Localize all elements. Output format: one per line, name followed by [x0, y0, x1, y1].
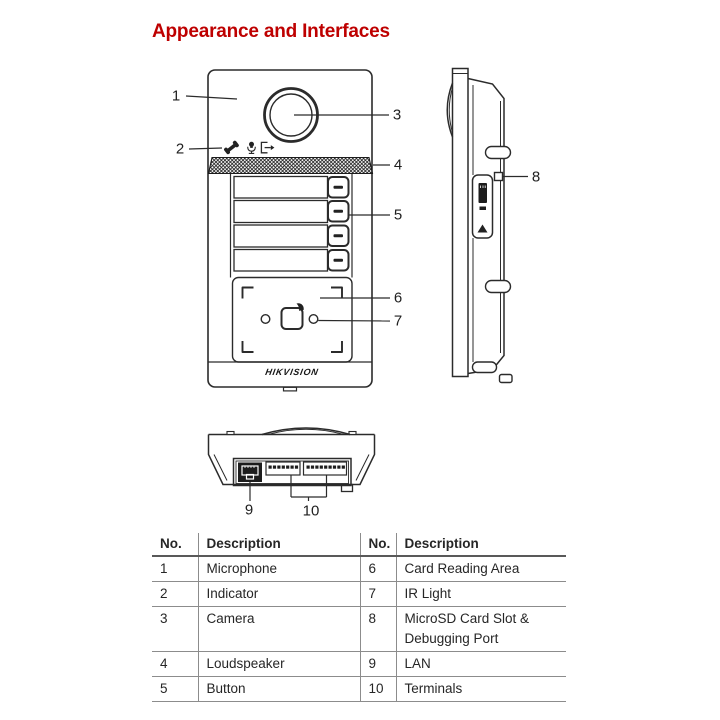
ir-light — [308, 314, 319, 325]
table-cell: Microphone — [197, 556, 360, 582]
table-row: 5 Button 10 Terminals — [152, 676, 566, 702]
bottom-view-diagram — [207, 427, 376, 501]
table-cell: 9 — [359, 651, 396, 677]
callout-7: 7 — [393, 312, 403, 330]
table-row: 1 Microphone 6 Card Reading Area — [152, 556, 566, 582]
callout-2: 2 — [175, 140, 185, 158]
table-row: 2 Indicator 7 IR Light — [152, 581, 566, 607]
table-cell: 1 — [160, 561, 168, 576]
legend-table: No. Description No. Description 1 Microp… — [152, 533, 566, 702]
callout-3: 3 — [392, 106, 402, 124]
table-cell: 4 — [160, 656, 168, 671]
terminal-block — [302, 461, 348, 476]
table-cell: 6 — [359, 556, 396, 582]
col-header-no: No. — [359, 533, 396, 556]
table-cell: 10 — [359, 676, 396, 702]
callout-8: 8 — [531, 168, 541, 186]
callout-9: 9 — [244, 501, 254, 519]
table-cell: Button — [197, 676, 360, 702]
ir-light — [260, 314, 271, 325]
card-reading-area — [231, 276, 353, 363]
table-cell: Camera — [197, 606, 360, 652]
loudspeaker-grille — [207, 156, 374, 175]
callout-6: 6 — [393, 289, 403, 307]
door-exit-icon — [260, 141, 275, 154]
call-handset-icon — [224, 140, 239, 155]
col-header-description: Description — [395, 533, 566, 556]
camera-dome-profile — [446, 82, 454, 138]
mounting-clip — [484, 279, 512, 294]
table-cell: Indicator — [197, 581, 360, 607]
table-cell: 2 — [160, 586, 168, 601]
col-header-description: Description — [197, 533, 360, 556]
callout-5: 5 — [393, 206, 403, 224]
call-buttons — [327, 176, 350, 272]
mounting-clip — [484, 145, 512, 160]
lan-port — [238, 462, 262, 482]
side-view-diagram — [446, 67, 528, 384]
page-title: Appearance and Interfaces — [152, 21, 390, 42]
hikvision-logo: HIKVISION — [264, 367, 320, 377]
table-cell: Card Reading Area — [395, 556, 566, 582]
table-header-row: No. Description No. Description — [152, 533, 566, 556]
table-cell: MicroSD Card Slot & Debugging Port — [395, 606, 566, 652]
side-front-panel-edge — [451, 67, 469, 378]
front-view-diagram — [185, 69, 391, 392]
connector-recess — [232, 457, 352, 487]
table-cell: Loudspeaker — [197, 651, 360, 677]
callout-10: 10 — [302, 502, 320, 520]
table-cell: 8 — [359, 606, 396, 652]
nameplate-rows — [233, 175, 329, 272]
card-area-corner-marks — [241, 286, 343, 353]
table-row: 3 Camera 8 MicroSD Card Slot & Debugging… — [152, 606, 566, 652]
callout-1: 1 — [171, 87, 181, 105]
table-cell: 5 — [160, 681, 168, 696]
terminal-block — [265, 461, 301, 476]
callout-4: 4 — [393, 156, 403, 174]
table-row: 4 Loudspeaker 9 LAN — [152, 651, 566, 677]
card-icon — [280, 307, 304, 330]
microphone-icon — [247, 141, 256, 154]
table-cell: IR Light — [395, 581, 566, 607]
triangle-up-icon — [477, 224, 488, 233]
table-cell: 7 — [359, 581, 396, 607]
table-cell: LAN — [395, 651, 566, 677]
table-cell: Terminals — [395, 676, 566, 702]
camera-dome-arc — [261, 427, 351, 436]
table-cell: 3 — [160, 611, 168, 626]
col-header-no: No. — [160, 536, 182, 551]
